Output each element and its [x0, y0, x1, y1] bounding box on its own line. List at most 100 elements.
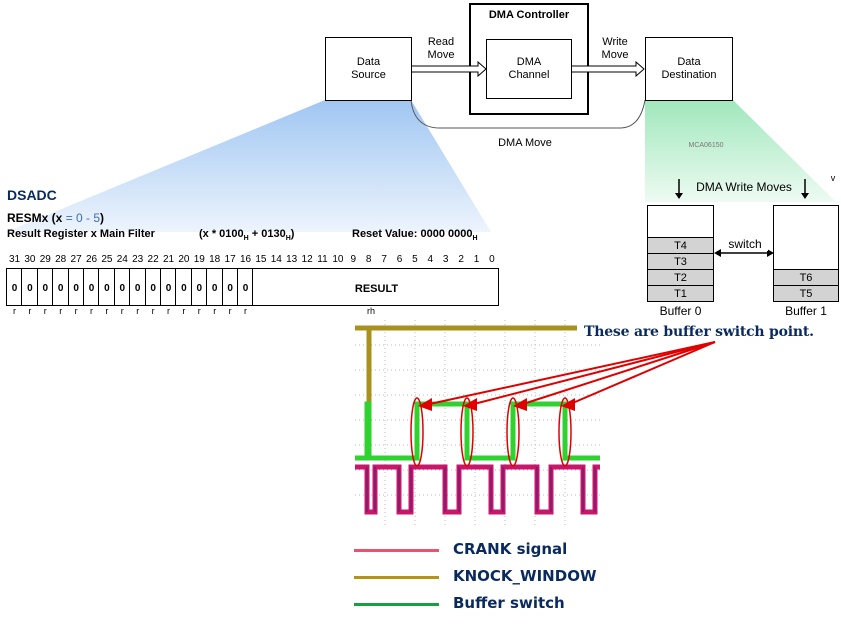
read-move-label: Read Move [427, 36, 455, 61]
bit-separator [52, 268, 54, 306]
write-move-label: Write Move [601, 36, 629, 61]
access-type: r [228, 306, 232, 316]
write-arrow [570, 60, 645, 78]
data-source-box: Data Source [325, 37, 412, 101]
result-field: RESULT [354, 283, 399, 295]
bit-value: 0 [211, 283, 218, 294]
source-projection [6, 100, 491, 232]
legend-label: CRANK signal [453, 540, 568, 558]
bit-value: 0 [150, 283, 156, 294]
crank-trace [355, 464, 600, 515]
buffer-switch-trace [355, 401, 600, 461]
bit-separator [36, 268, 38, 306]
bit-number-21: 21 [162, 254, 175, 265]
access-type: r [43, 306, 47, 316]
bit-separator [129, 268, 131, 306]
bit-value: 0 [11, 283, 18, 294]
bit-value: 0 [181, 283, 187, 294]
access-type: r [120, 306, 124, 316]
bit-separator [237, 268, 238, 306]
bit-value: 0 [242, 283, 249, 294]
bit-number-15: 15 [255, 254, 267, 265]
buffer-switch-annotation: These are buffer switch point. [584, 324, 814, 340]
bit-value: 0 [104, 283, 110, 294]
bit-number-11: 11 [317, 254, 328, 265]
data-destination-box: Data Destination [645, 37, 733, 101]
bit-separator [206, 268, 208, 306]
access-type: r [244, 306, 247, 316]
bit-separator [21, 268, 23, 306]
bit-value: 0 [134, 283, 141, 294]
buffer-1-cell-t5: T5 [773, 285, 839, 302]
legend-swatch [354, 549, 439, 552]
bit-separator [175, 268, 177, 306]
access-type: r [13, 306, 16, 316]
bit-number-26: 26 [85, 254, 98, 265]
switch-label: switch [722, 238, 768, 251]
bit-value: 0 [88, 283, 95, 294]
bit-number-27: 27 [70, 254, 82, 265]
module-name: DSADC [7, 187, 57, 203]
register-name: RESMx (x = 0 - 5) [7, 211, 105, 225]
legend-label: KNOCK_WINDOW [453, 567, 597, 585]
bit-separator [113, 268, 115, 306]
bit-number-6: 6 [396, 254, 403, 265]
bit-value: 0 [119, 283, 126, 294]
bit-number-24: 24 [116, 254, 128, 265]
bit-number-4: 4 [427, 254, 434, 265]
bit-value: 0 [27, 283, 33, 294]
register-offset: (x * 0100H + 0130H) [199, 228, 295, 243]
bit-number-22: 22 [147, 254, 159, 265]
bit-number-19: 19 [193, 254, 205, 265]
bit-number-0: 0 [489, 254, 495, 265]
destination-projection [645, 100, 836, 202]
bit-number-2: 2 [458, 254, 464, 265]
bit-value: 0 [165, 283, 172, 294]
figure-code: MCA06150 [688, 142, 724, 149]
bit-number-28: 28 [55, 254, 67, 265]
bit-separator [144, 268, 146, 306]
bit-number-20: 20 [178, 254, 190, 265]
access-type: r [167, 306, 170, 316]
oscilloscope-trace [355, 320, 600, 525]
access-type: r [213, 306, 217, 316]
dma-channel-box: DMA Channel [486, 39, 572, 99]
bit-separator [160, 268, 161, 306]
access-type: r [151, 306, 155, 316]
legend-swatch [354, 603, 439, 606]
dma-write-moves-label: DMA Write Moves [696, 180, 792, 194]
corner-mark: v [830, 173, 836, 183]
bit-number-29: 29 [39, 254, 51, 265]
bit-value: 0 [57, 283, 64, 294]
bit-number-7: 7 [381, 254, 387, 265]
buffer-0-label: Buffer 0 [659, 304, 702, 318]
access-type: r [28, 306, 32, 316]
bit-number-3: 3 [442, 254, 449, 265]
result-separator [252, 268, 254, 306]
bit-number-14: 14 [270, 254, 282, 265]
bit-separator [98, 268, 100, 306]
buffer-1-label: Buffer 1 [785, 304, 827, 318]
bit-number-30: 30 [24, 254, 36, 265]
access-type: r [197, 306, 201, 316]
bit-number-25: 25 [101, 254, 113, 265]
bit-number-23: 23 [132, 254, 144, 265]
bit-number-8: 8 [365, 254, 372, 265]
reset-value: Reset Value: 0000 0000H [352, 228, 478, 243]
dma-move-brace [410, 99, 646, 129]
dma-controller-title: DMA Controller [488, 9, 570, 21]
register-description: Result Register x Main Filter [7, 228, 155, 240]
bit-number-18: 18 [209, 254, 221, 265]
bit-value: 0 [73, 283, 79, 294]
access-type: r [74, 306, 78, 316]
access-type: r [136, 306, 140, 316]
result-access: rh [367, 306, 376, 316]
bit-value: 0 [227, 283, 233, 294]
access-type: r [90, 306, 93, 316]
bit-number-16: 16 [239, 254, 252, 265]
bit-value: 0 [196, 283, 203, 294]
access-type: r [59, 306, 63, 316]
bit-separator [221, 268, 223, 306]
dma-move-label: DMA Move [498, 137, 552, 149]
